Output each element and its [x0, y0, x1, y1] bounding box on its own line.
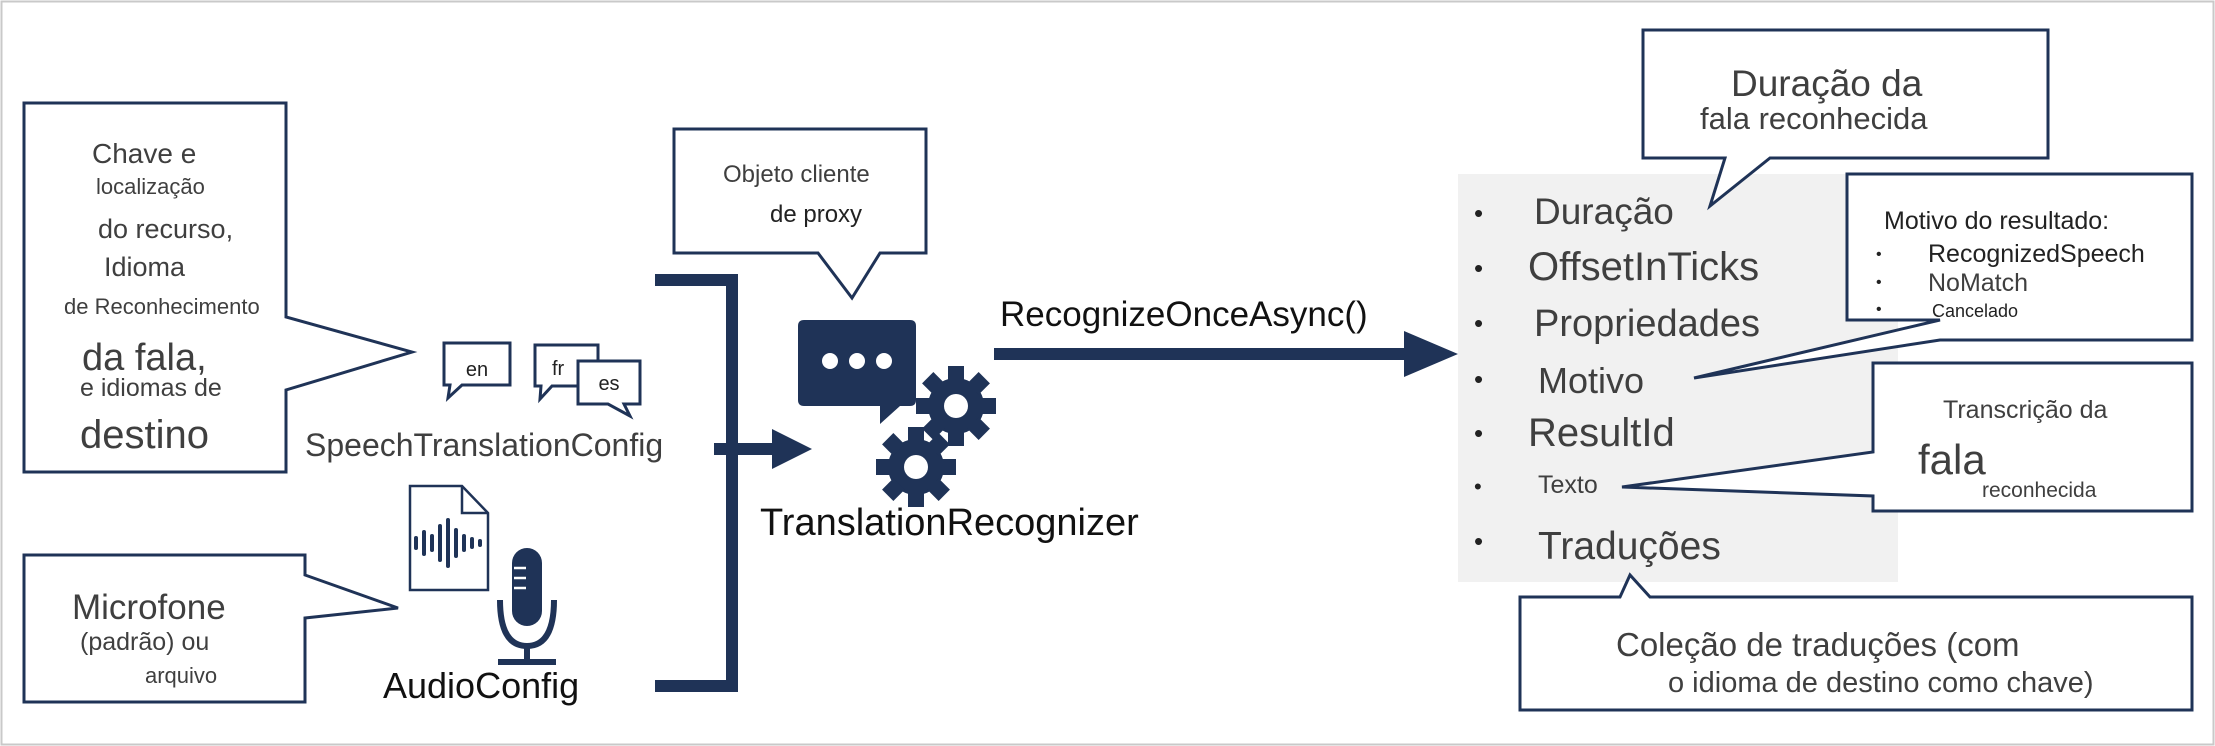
callout-key-line1: Chave e — [92, 138, 196, 169]
result-prop-reason: Motivo — [1538, 360, 1644, 401]
callout-duration-region: Duração da fala reconhecida — [1641, 28, 2050, 211]
callout-key-region: Chave e localização do recurso, Idioma d… — [22, 101, 418, 474]
speech-translation-config-label: SpeechTranslationConfig — [305, 427, 663, 463]
callout-key-line3: do recurso, — [98, 214, 233, 244]
result-prop-duration: Duração — [1534, 191, 1674, 232]
result-prop-text: Texto — [1538, 471, 1598, 499]
result-bullet-4: • — [1474, 418, 1483, 448]
reason-bullet-0: • — [1876, 246, 1882, 263]
callout-transcript-region: Transcrição da fala reconhecida — [1621, 361, 2194, 513]
reason-bullet-2: • — [1876, 301, 1882, 318]
callout-key-line7: e idiomas de — [80, 374, 222, 402]
language-bubbles: en fr es — [442, 341, 642, 420]
callout-duration-line2: fala reconhecida — [1700, 101, 1928, 136]
callout-translations-shape — [1518, 572, 2194, 712]
callout-reason-region: Motivo do resultado: • RecognizedSpeech … — [1693, 172, 2194, 380]
translation-recognizer-label: TranslationRecognizer — [760, 502, 1139, 544]
method-arrow — [994, 331, 1458, 377]
callout-proxy-line1: Objeto cliente — [723, 161, 870, 188]
callout-reason-title: Motivo do resultado: — [1884, 207, 2109, 235]
result-prop-resultid: ResultId — [1528, 411, 1675, 455]
callout-transcript-shape — [1621, 361, 2194, 513]
callout-transcript-line2: fala — [1918, 436, 1986, 483]
result-bullet-2: • — [1474, 308, 1483, 338]
callout-key-line4: Idioma — [104, 252, 186, 282]
result-prop-offset: OffsetInTicks — [1528, 245, 1759, 289]
result-bullet-6: • — [1474, 526, 1483, 556]
callout-key-line8: destino — [80, 413, 209, 457]
callout-reason-item-canceled: Cancelado — [1932, 301, 2018, 321]
lang-bubble-fr: fr — [552, 358, 565, 380]
result-bullet-3: • — [1474, 364, 1483, 394]
audio-config-label: AudioConfig — [383, 665, 579, 706]
callout-mic-shape — [22, 553, 399, 704]
callout-duration-shape — [1641, 28, 2050, 211]
callout-proxy-region: Objeto cliente de proxy — [672, 127, 928, 301]
callout-duration-line1: Duração da — [1731, 63, 1923, 104]
callout-key-line2: localização — [96, 174, 205, 199]
lang-bubble-es-icon: es — [576, 359, 642, 420]
callout-reason-item-nomatch: NoMatch — [1928, 269, 2028, 297]
recognize-once-async-label: RecognizeOnceAsync() — [1000, 295, 1368, 334]
callout-key-shape — [22, 101, 418, 474]
callout-key-line6: da fala, — [82, 337, 207, 379]
callout-translations-line2: o idioma de destino como chave) — [1668, 667, 2094, 699]
callout-translations-line1: Coleção de traduções (com — [1616, 626, 2020, 663]
lang-bubble-es: es — [598, 373, 619, 395]
lang-bubble-en: en — [466, 359, 488, 381]
callout-mic-line3: arquivo — [145, 663, 217, 688]
callout-translations-region: Coleção de traduções (com o idioma de de… — [1518, 572, 2194, 712]
callout-key-line5: de Reconhecimento — [64, 294, 260, 319]
result-prop-translations: Traduções — [1538, 525, 1721, 568]
chat-dots-icon — [798, 320, 916, 424]
reason-bullet-1: • — [1876, 274, 1882, 291]
callout-reason-shape — [1693, 172, 2194, 380]
callout-proxy-shape — [672, 127, 928, 301]
result-prop-properties: Propriedades — [1534, 303, 1760, 345]
merge-bracket — [655, 274, 812, 692]
callout-mic-line1: Microfone — [72, 588, 226, 627]
callout-transcript-line1: Transcrição da — [1943, 396, 2108, 424]
callout-mic-region: Microfone (padrão) ou arquivo — [22, 553, 399, 704]
callout-reason-item-recognized: RecognizedSpeech — [1928, 240, 2145, 268]
callout-mic-line2: (padrão) ou — [80, 628, 209, 656]
audio-file-icon — [408, 484, 490, 592]
result-properties-list: • Duração • OffsetInTicks • Propriedades… — [1474, 191, 1760, 568]
callout-proxy-line2: de proxy — [770, 201, 862, 228]
microphone-icon — [497, 548, 557, 665]
result-bullet-1: • — [1474, 253, 1483, 283]
result-panel — [1458, 174, 1898, 582]
callout-transcript-line3: reconhecida — [1982, 479, 2097, 502]
lang-bubble-en-icon: en — [442, 341, 512, 403]
result-bullet-0: • — [1474, 198, 1483, 228]
result-bullet-5: • — [1474, 474, 1482, 499]
